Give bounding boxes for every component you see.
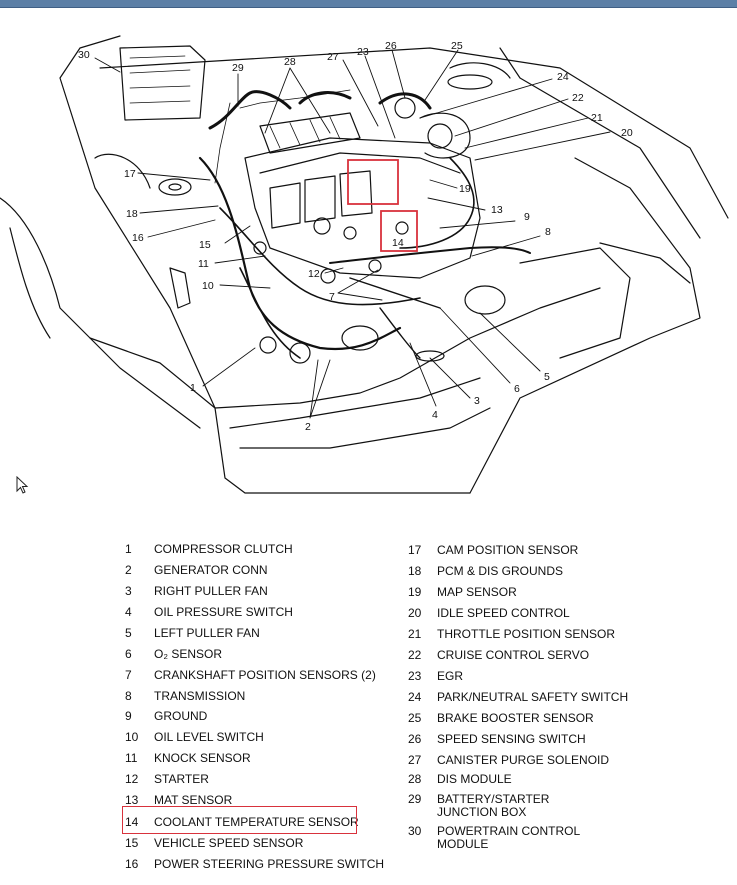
legend-label: CANISTER PURGE SOLENOID — [437, 753, 610, 767]
legend-label: OIL PRESSURE SWITCH — [154, 605, 293, 619]
legend-number: 15 — [125, 836, 139, 850]
callout-28: 28 — [284, 56, 296, 68]
legend-label: CAM POSITION SENSOR — [437, 543, 579, 557]
callout-6: 6 — [514, 383, 520, 395]
callout-24: 24 — [557, 71, 569, 83]
callout-22: 22 — [572, 92, 584, 104]
legend-number: 22 — [408, 648, 422, 662]
callout-27: 27 — [327, 51, 339, 63]
legend-number: 1 — [125, 542, 132, 556]
callout-18: 18 — [126, 208, 138, 220]
legend-label: MAP SENSOR — [437, 585, 517, 599]
callout-15: 15 — [199, 239, 211, 251]
callout-13: 13 — [491, 204, 503, 216]
legend-number: 11 — [125, 751, 138, 765]
legend-number: 13 — [125, 793, 139, 807]
callout-25: 25 — [451, 40, 463, 52]
legend-number: 12 — [125, 772, 139, 786]
highlight-box-coolant-sensor — [380, 210, 418, 252]
callout-7: 7 — [329, 291, 335, 303]
legend-label: COMPRESSOR CLUTCH — [154, 542, 293, 556]
legend-highlight-box — [122, 806, 357, 834]
callout-21: 21 — [591, 112, 603, 124]
legend-number: 27 — [408, 753, 422, 767]
legend-label: KNOCK SENSOR — [154, 751, 251, 765]
legend-label: POWERTRAIN CONTROL MODULE — [437, 824, 580, 851]
legend-label: EGR — [437, 669, 464, 683]
callout-20: 20 — [621, 127, 633, 139]
callout-26: 26 — [385, 40, 397, 52]
callout-5: 5 — [544, 371, 550, 383]
callout-4: 4 — [432, 409, 438, 421]
legend-label: CRUISE CONTROL SERVO — [437, 648, 590, 662]
legend-number: 3 — [125, 584, 132, 598]
callout-3: 3 — [474, 395, 480, 407]
callout-16: 16 — [132, 232, 144, 244]
legend-number: 14 — [125, 815, 139, 829]
callout-17: 17 — [124, 168, 136, 180]
legend-label: CRANKSHAFT POSITION SENSORS (2) — [154, 668, 376, 682]
legend-number: 17 — [408, 543, 422, 557]
callout-19: 19 — [459, 183, 471, 195]
legend-number: 6 — [125, 647, 132, 661]
legend-number: 5 — [125, 626, 132, 640]
legend-label: BRAKE BOOSTER SENSOR — [437, 711, 594, 725]
callout-8: 8 — [545, 226, 551, 238]
legend-label: IDLE SPEED CONTROL — [437, 606, 570, 620]
legend-label: GROUND — [154, 709, 208, 723]
legend-number: 19 — [408, 585, 422, 599]
legend-number: 9 — [125, 709, 132, 723]
callout-9: 9 — [524, 211, 530, 223]
legend-label: MAT SENSOR — [154, 793, 233, 807]
legend-label: BATTERY/STARTER JUNCTION BOX — [437, 792, 550, 819]
callout-29: 29 — [232, 62, 244, 74]
mouse-pointer-icon — [16, 476, 29, 494]
legend-label: SPEED SENSING SWITCH — [437, 732, 586, 746]
legend-label: OIL LEVEL SWITCH — [154, 730, 264, 744]
legend-number: 25 — [408, 711, 422, 725]
legend-number: 30 — [408, 824, 422, 838]
callout-14: 14 — [392, 237, 404, 249]
legend-label: VEHICLE SPEED SENSOR — [154, 836, 304, 850]
legend-number: 10 — [125, 730, 139, 744]
legend-label: COOLANT TEMPERATURE SENSOR — [154, 815, 359, 829]
callout-30: 30 — [78, 49, 90, 61]
callout-10: 10 — [202, 280, 214, 292]
callout-11: 11 — [198, 258, 209, 270]
legend-number: 28 — [408, 772, 422, 786]
legend-number: 23 — [408, 669, 422, 683]
legend-label: PARK/NEUTRAL SAFETY SWITCH — [437, 690, 629, 704]
legend-number: 26 — [408, 732, 422, 746]
legend-number: 2 — [125, 563, 132, 577]
legend-label: GENERATOR CONN — [154, 563, 268, 577]
legend-label: THROTTLE POSITION SENSOR — [437, 627, 616, 641]
callout-23: 23 — [357, 46, 369, 58]
engine-compartment-diagram: 1 2 3 4 5 6 7 8 9 10 11 12 13 14 15 16 1… — [0, 35, 729, 494]
callout-1: 1 — [190, 382, 196, 394]
legend-number: 7 — [125, 668, 132, 682]
callout-12: 12 — [308, 268, 320, 280]
legend-number: 29 — [408, 792, 422, 806]
highlight-box-coolant-connector — [347, 159, 399, 205]
legend-label: DIS MODULE — [437, 772, 512, 786]
legend-number: 8 — [125, 689, 132, 703]
legend-label: POWER STEERING PRESSURE SWITCH — [154, 857, 385, 871]
legend-number: 4 — [125, 605, 132, 619]
legend-label: RIGHT PULLER FAN — [154, 584, 268, 598]
legend-number: 20 — [408, 606, 422, 620]
window-title-bar — [0, 0, 737, 8]
legend-label: TRANSMISSION — [154, 689, 246, 703]
legend-number: 16 — [125, 857, 139, 871]
legend-label: STARTER — [154, 772, 209, 786]
legend-label: LEFT PULLER FAN — [154, 626, 260, 640]
legend-number: 18 — [408, 564, 422, 578]
legend-label: PCM & DIS GROUNDS — [437, 564, 564, 578]
legend-number: 21 — [408, 627, 422, 641]
legend-number: 24 — [408, 690, 422, 704]
legend-label: O₂ SENSOR — [154, 647, 223, 661]
callout-2: 2 — [305, 421, 311, 433]
